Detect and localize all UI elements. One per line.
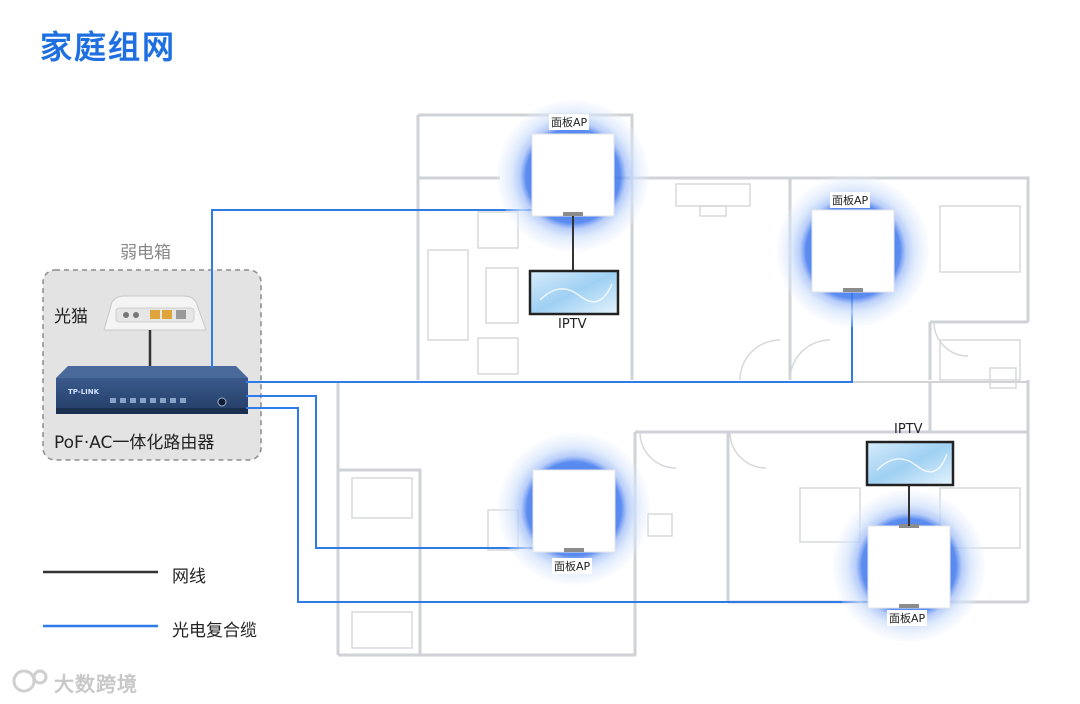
- iptv-label-top: IPTV: [558, 317, 587, 332]
- ap-label-top-middle: 面板AP: [549, 114, 590, 130]
- iptv-label-bottom: IPTV: [894, 422, 923, 437]
- iptv-screen-top: [528, 269, 620, 316]
- modem-label: 光猫: [54, 307, 88, 327]
- ap-top-middle: [497, 100, 649, 252]
- watermark-text: 大数跨境: [54, 672, 138, 696]
- legend-fiber-label: 光电复合缆: [172, 621, 257, 641]
- ap-top-right: [777, 175, 929, 327]
- iptv-screen-bottom: [865, 440, 955, 487]
- ap-bottom-right: [833, 490, 985, 642]
- watermark-logo-icon: [12, 669, 48, 693]
- legend-network-label: 网线: [172, 567, 206, 587]
- modem-device: [103, 295, 207, 331]
- ap-label-bottom-middle: 面板AP: [552, 558, 593, 574]
- cabinet-label: 弱电箱: [120, 243, 171, 263]
- page-title: 家庭组网: [40, 28, 177, 66]
- fiber-cables: [211, 209, 868, 603]
- router-device: [56, 366, 248, 414]
- router-label: PoF·AC一体化路由器: [54, 433, 215, 453]
- ap-label-bottom-right: 面板AP: [887, 610, 928, 626]
- ap-label-top-right: 面板AP: [830, 192, 871, 208]
- router-brand: TP-LINK: [68, 388, 100, 396]
- ap-bottom-middle: [498, 433, 650, 585]
